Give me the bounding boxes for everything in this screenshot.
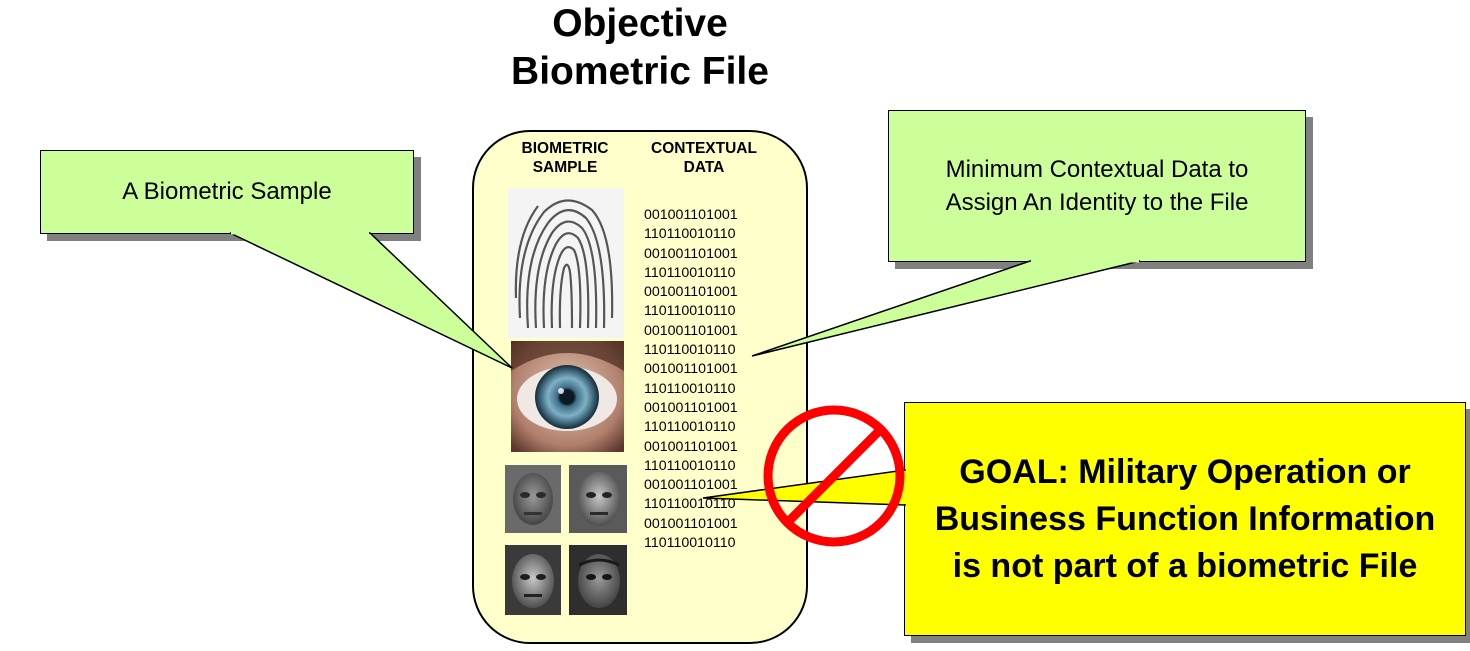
binary-row: 110110010110	[644, 457, 736, 474]
column-header-sample-line-1: BIOMETRIC	[521, 140, 609, 157]
fingerprint-image	[508, 188, 624, 338]
column-header-sample-line-2: SAMPLE	[532, 159, 598, 176]
callout-biometric-sample: A Biometric Sample	[40, 150, 414, 234]
page-title: Objective Biometric File	[440, 0, 840, 96]
binary-row: 001001101001	[644, 361, 738, 378]
contextual-data-binary: 001001101001 110110010110 001001101001 1101…	[644, 206, 738, 553]
column-header-context-line-1: CONTEXTUAL	[651, 140, 757, 157]
title-line-2: Biometric File	[511, 50, 769, 93]
binary-row: 001001101001	[644, 399, 738, 416]
face-image	[505, 545, 561, 615]
binary-row: 110110010110	[644, 264, 736, 281]
callout-goal: GOAL: Military Operation or Business Fun…	[904, 402, 1466, 636]
column-header-context-line-2: DATA	[683, 159, 725, 176]
face-image	[569, 465, 627, 533]
binary-row: 001001101001	[644, 477, 738, 494]
binary-row: 001001101001	[644, 322, 738, 339]
callout-contextual-data: Minimum Contextual Data to Assign An Ide…	[888, 110, 1306, 262]
title-line-1: Objective	[552, 2, 728, 45]
binary-row: 001001101001	[644, 284, 738, 301]
binary-row: 110110010110	[644, 303, 736, 320]
binary-row: 110110010110	[644, 496, 736, 513]
binary-row: 001001101001	[644, 207, 738, 223]
binary-row: 110110010110	[644, 419, 736, 436]
binary-row: 001001101001	[644, 438, 738, 455]
binary-row: 110110010110	[644, 342, 736, 359]
binary-row: 110110010110	[644, 380, 736, 397]
column-header-context: CONTEXTUAL DATA	[624, 139, 784, 177]
face-image	[569, 545, 627, 615]
callout-biometric-sample-text: A Biometric Sample	[122, 178, 332, 205]
binary-row: 110110010110	[644, 535, 736, 552]
binary-row: 110110010110	[644, 226, 736, 243]
eye-image	[511, 341, 624, 452]
callout-goal-text: GOAL: Military Operation or Business Fun…	[934, 452, 1436, 585]
callout-contextual-data-text: Minimum Contextual Data to Assign An Ide…	[945, 156, 1249, 216]
binary-row: 001001101001	[644, 515, 738, 532]
face-image	[505, 465, 561, 533]
column-header-sample: BIOMETRIC SAMPLE	[505, 139, 625, 177]
binary-row: 001001101001	[644, 245, 738, 262]
